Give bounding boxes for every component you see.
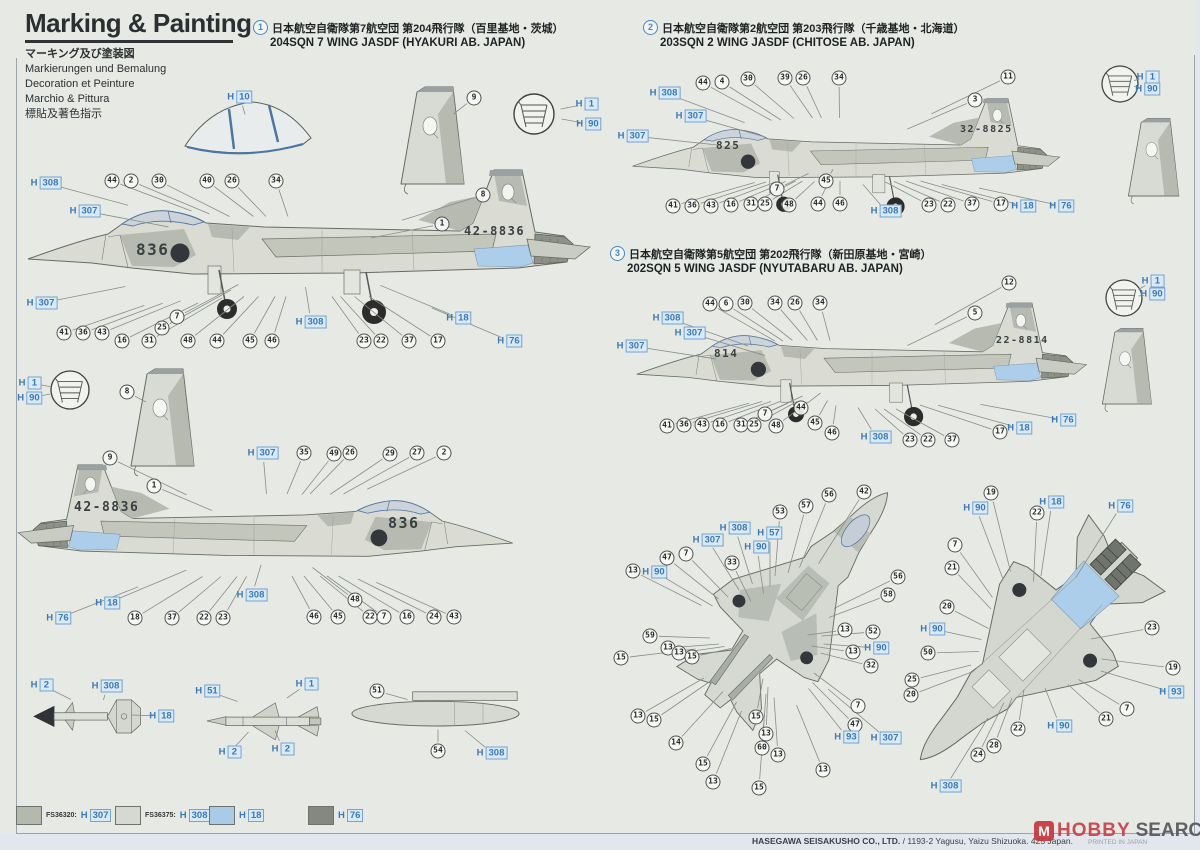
leader-lines <box>38 78 1165 780</box>
